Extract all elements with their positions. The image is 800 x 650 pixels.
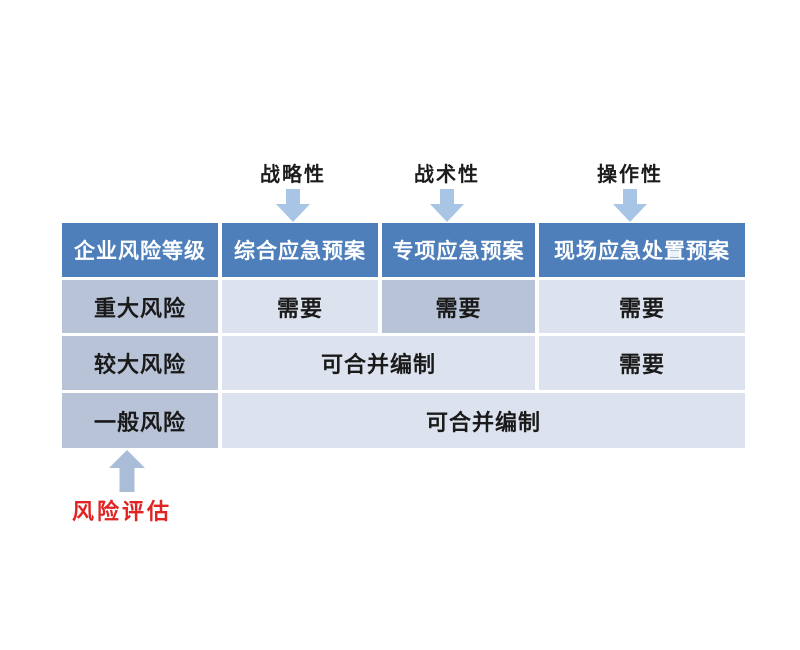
down-arrow-icon [430, 189, 464, 222]
row-label-general-risk: 一般风险 [62, 393, 218, 448]
cell-considerable-onsite: 需要 [539, 336, 745, 390]
down-arrow-icon [276, 189, 310, 222]
cell-major-special-highlighted: 需要 [382, 280, 535, 333]
cell-general-merged: 可合并编制 [222, 393, 745, 448]
risk-plan-table: 企业风险等级 综合应急预案 专项应急预案 现场应急处置预案 重大风险 需要 需要… [62, 223, 745, 448]
label-strategic: 战略性 [260, 162, 326, 186]
label-tactical: 战术性 [414, 162, 480, 186]
header-cell-risk-level: 企业风险等级 [62, 223, 218, 277]
label-operational: 操作性 [597, 162, 663, 186]
header-cell-comprehensive-plan: 综合应急预案 [222, 223, 378, 277]
row-label-considerable-risk: 较大风险 [62, 336, 218, 390]
cell-major-onsite: 需要 [539, 280, 745, 333]
header-cell-special-plan: 专项应急预案 [382, 223, 535, 277]
up-arrow-icon [109, 450, 145, 492]
row-label-major-risk: 重大风险 [62, 280, 218, 333]
header-cell-onsite-plan: 现场应急处置预案 [539, 223, 745, 277]
cell-major-comprehensive: 需要 [222, 280, 378, 333]
risk-assessment-caption: 风险评估 [72, 499, 173, 525]
down-arrow-icon [613, 189, 647, 222]
cell-considerable-merged: 可合并编制 [222, 336, 535, 390]
